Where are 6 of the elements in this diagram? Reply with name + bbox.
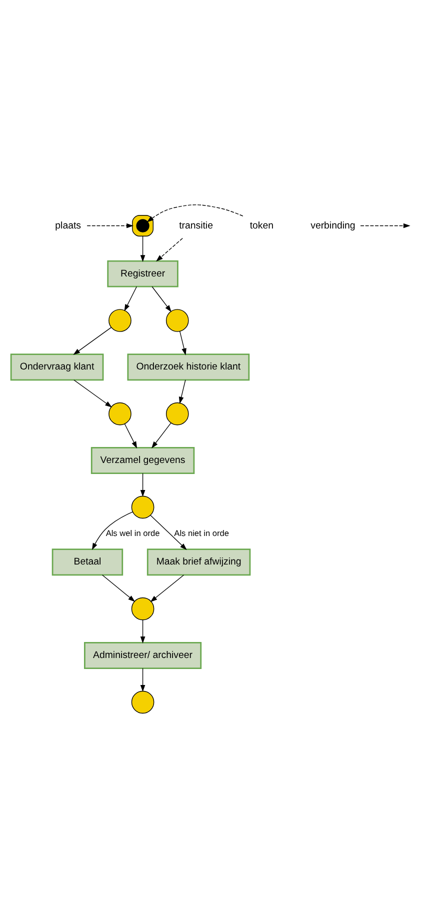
edge-label: Als wel in orde [106,527,160,538]
node-text: verbinding [310,220,356,231]
node-text: token [250,220,274,231]
node-text: transitie [179,220,213,231]
node-text: plaats [55,220,82,231]
edge-label: Als niet in orde [174,527,229,538]
